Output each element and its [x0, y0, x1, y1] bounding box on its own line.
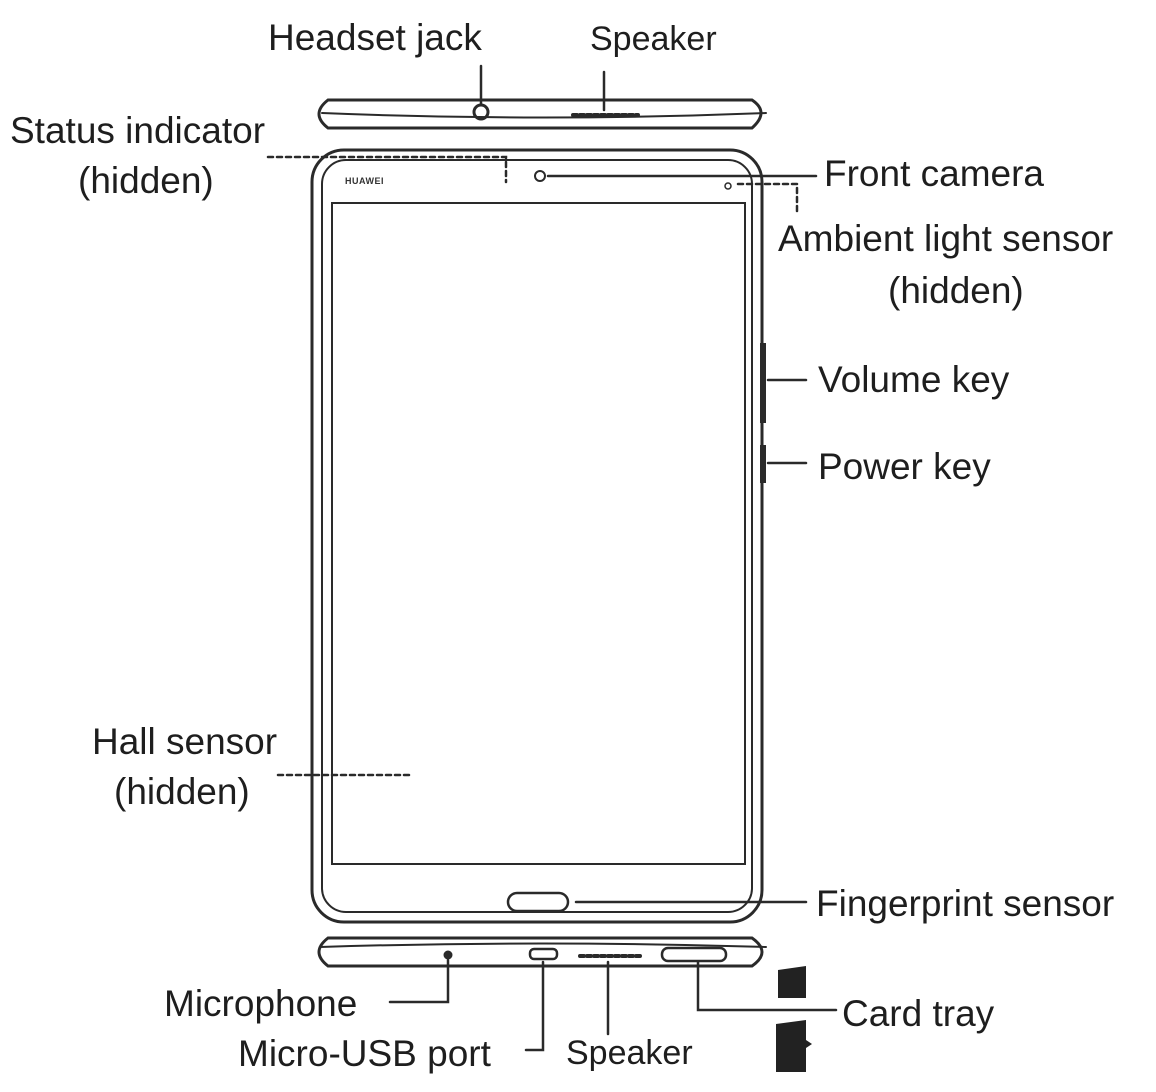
front-camera-icon [534, 170, 546, 182]
micro-usb-callout [524, 960, 545, 1052]
fingerprint-sensor-label: Fingerprint sensor [816, 883, 1115, 924]
card-tray-icon [660, 946, 728, 963]
front-view [310, 148, 766, 924]
card-tray-callout [696, 960, 838, 1012]
microphone-icon [443, 950, 453, 960]
microphone-callout [388, 958, 450, 1004]
bottom-edge-view [317, 936, 767, 968]
card-tray-label: Card tray [842, 993, 995, 1034]
device-body [310, 148, 764, 924]
nano-sim-card-icon [778, 966, 806, 998]
volume-key-button [760, 343, 766, 423]
status-indicator-note: (hidden) [78, 160, 214, 201]
ambient-light-sensor-label: Ambient light sensor [778, 218, 1114, 259]
ambient-light-callout [736, 182, 799, 214]
card-shapes [776, 966, 812, 1072]
front-camera-label: Front camera [824, 153, 1045, 194]
callout-lines [266, 64, 838, 1052]
microphone-label: Microphone [164, 983, 358, 1024]
top-edge-view [317, 98, 767, 130]
ambient-light-sensor-icon [724, 182, 732, 190]
volume-key-label: Volume key [818, 359, 1010, 400]
fingerprint-sensor-icon [506, 891, 570, 913]
status-indicator-label: Status indicator [10, 110, 266, 151]
power-key-label: Power key [818, 446, 991, 487]
status-indicator-callout [266, 155, 508, 184]
power-key-button [760, 445, 766, 483]
brand-logo: HUAWEI [345, 176, 384, 186]
top-speaker-label: Speaker [590, 20, 717, 58]
micro-usb-port-icon [528, 947, 559, 961]
hall-sensor-label: Hall sensor [92, 721, 278, 762]
micro-sd-card-icon [776, 1020, 812, 1072]
micro-usb-port-label: Micro-USB port [238, 1033, 491, 1074]
screen [331, 202, 746, 865]
bottom-speaker-label: Speaker [566, 1034, 693, 1072]
ambient-light-sensor-note: (hidden) [888, 270, 1024, 311]
headset-jack-label: Headset jack [268, 17, 482, 58]
hall-sensor-note: (hidden) [114, 771, 250, 812]
